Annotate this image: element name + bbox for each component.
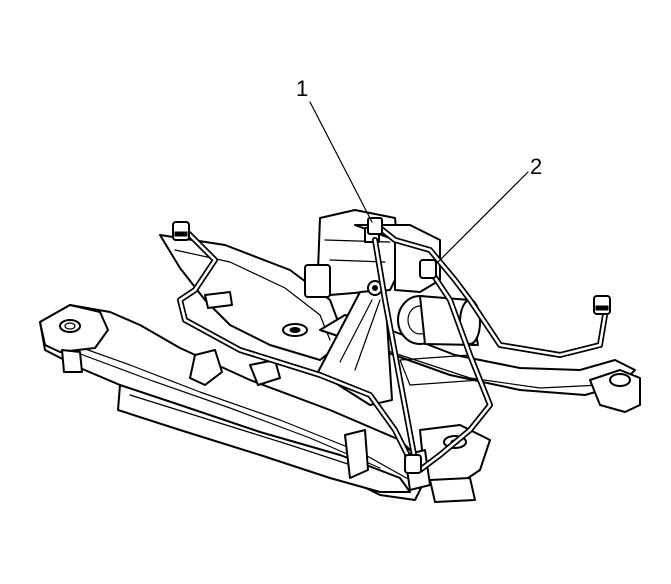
pipe-fittings <box>172 217 611 474</box>
callout-1: 1 <box>296 76 373 223</box>
front-crossmember <box>39 234 641 503</box>
callout-label: 1 <box>296 76 308 101</box>
callout-2: 2 <box>437 154 542 263</box>
callout-label: 2 <box>530 154 542 179</box>
brake-pipes <box>177 225 608 473</box>
